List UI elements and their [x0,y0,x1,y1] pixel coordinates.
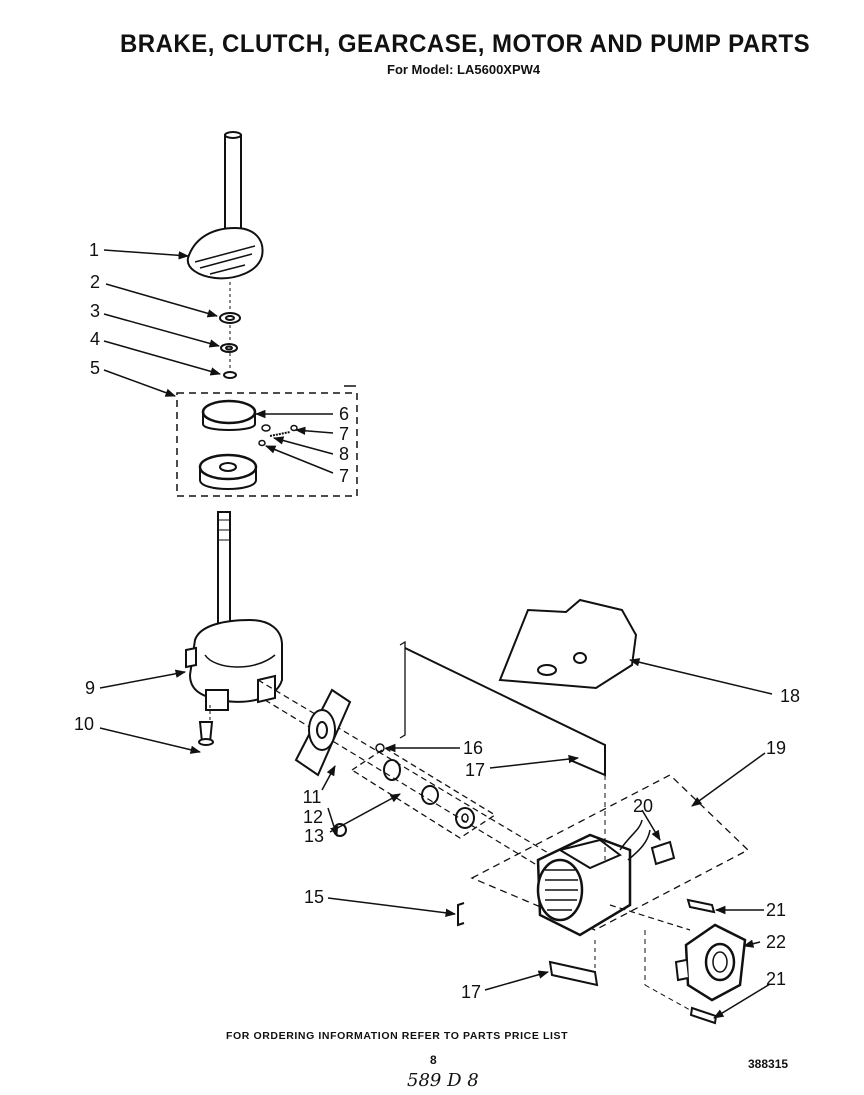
part-5-brake-assembly-box [176,385,358,497]
handwritten-note: 589 D 8 [407,1070,479,1091]
callout-17-upper: 17 [464,760,486,780]
part-11-pump-plate [294,688,352,837]
part-1-shaft-and-cam [186,131,264,310]
callout-21-lower: 21 [765,969,787,989]
ordering-info-note: FOR ORDERING INFORMATION REFER TO PARTS … [226,1030,569,1042]
page-title: BRAKE, CLUTCH, GEARCASE, MOTOR AND PUMP … [120,30,811,58]
part-13-impeller-kit [350,743,497,839]
callout-16: 16 [462,738,484,758]
part-20-connector [650,840,676,866]
callout-18: 18 [779,686,801,706]
part-17-lower-bracket [548,940,599,987]
callout-8: 8 [338,444,350,464]
callout-17-lower: 17 [460,982,482,1002]
part-17-hose-bracket [399,640,606,777]
callout-7-lower: 7 [338,466,350,486]
callout-3: 3 [89,301,101,321]
part-19-motor-box [470,774,750,931]
callout-leaders [99,249,773,1019]
part-22-pump [644,923,747,1011]
callout-4: 4 [89,329,101,349]
callout-15: 15 [303,887,325,907]
motor [536,775,651,937]
callout-1: 1 [88,240,100,260]
part-9-gearcase [185,511,283,730]
callout-10: 10 [73,714,95,734]
callout-21-upper: 21 [765,900,787,920]
part-10-screw [198,721,214,746]
callout-20: 20 [632,796,654,816]
callout-7-upper: 7 [338,424,350,444]
callout-19: 19 [765,738,787,758]
callout-5: 5 [89,358,101,378]
parts-2-4-washers [219,312,241,379]
part-15-clip [457,902,465,927]
callout-6: 6 [338,404,350,424]
page-number: 8 [430,1053,437,1067]
document-number: 388315 [748,1057,789,1071]
callout-12: 12 [302,807,324,827]
part-18-shield [498,598,638,690]
model-subtitle: For Model: LA5600XPW4 [387,62,541,77]
callout-13: 13 [303,826,325,846]
callout-9: 9 [84,678,96,698]
callout-22: 22 [765,932,787,952]
callout-2: 2 [89,272,101,292]
part-21-clip-lower [689,1006,718,1025]
part-21-clip-upper [609,898,716,931]
callout-11: 11 [302,787,322,807]
